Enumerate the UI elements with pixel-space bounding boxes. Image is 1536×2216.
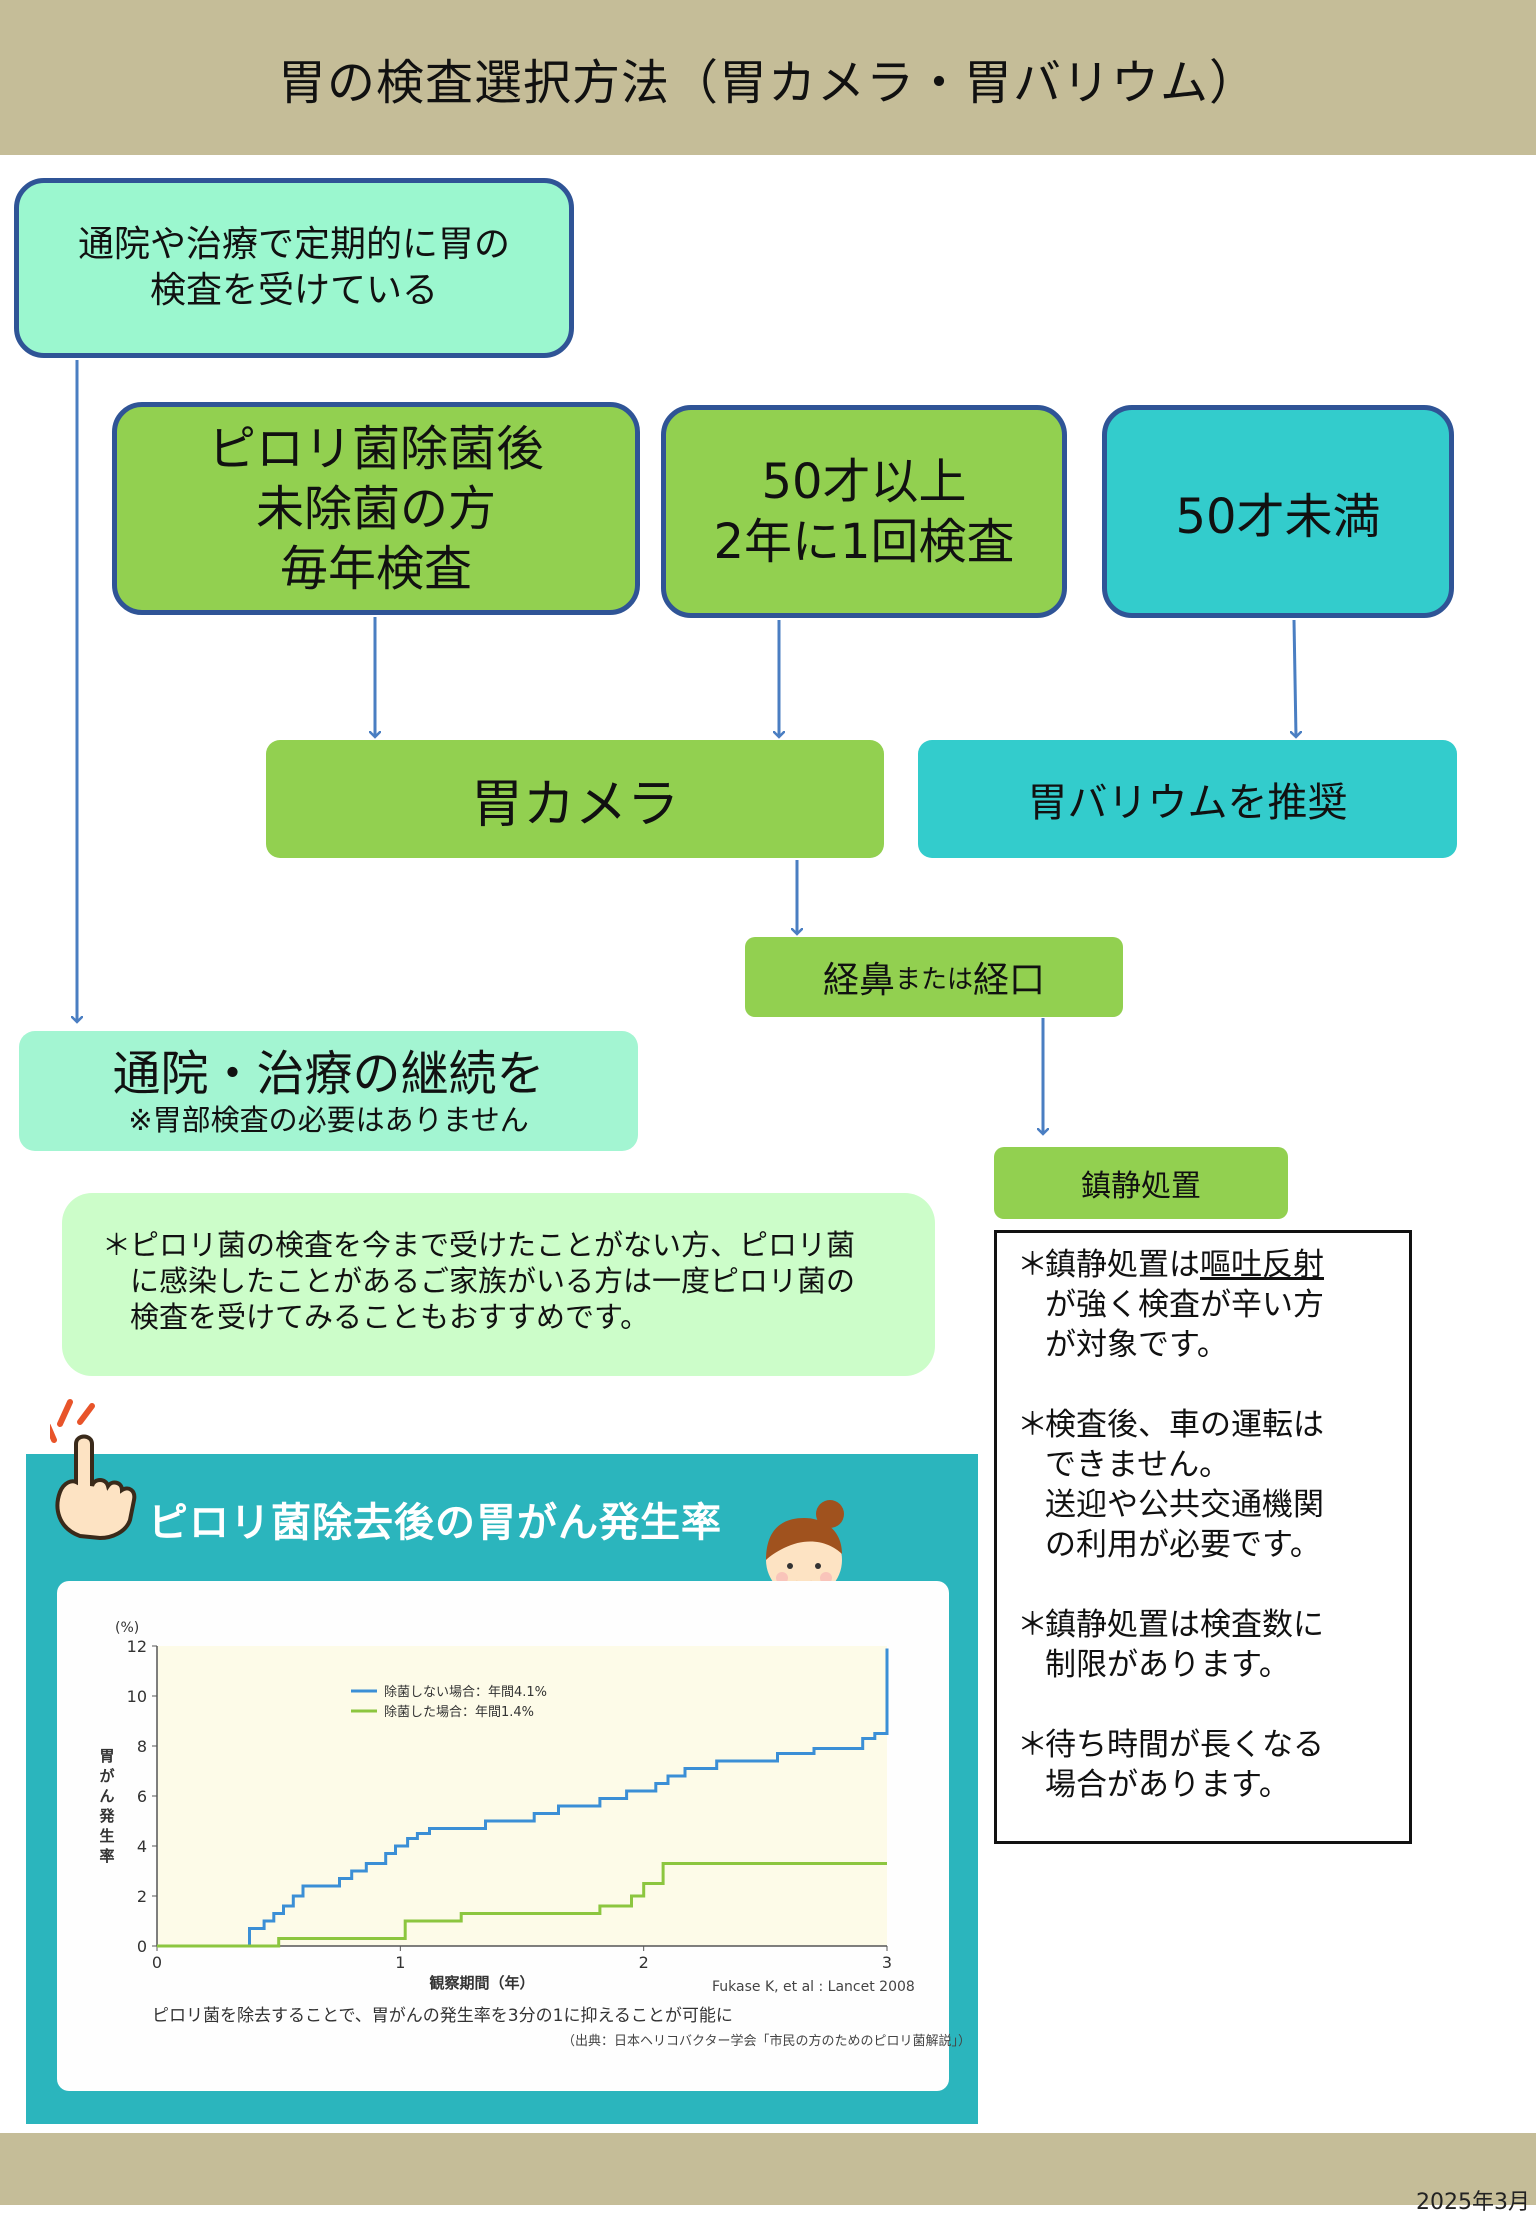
x-tick-label: 1	[395, 1953, 405, 1972]
route-box: 経鼻または経口	[745, 937, 1123, 1017]
y-tick-label: 8	[137, 1737, 147, 1756]
sedation-note-2: ＊ 検査後、車の運転は できません。 送迎や公共交通機関 の利用が必要です。	[1017, 1405, 1395, 1565]
note-star: ＊	[1017, 1407, 1048, 1443]
x-tick-label: 3	[882, 1953, 892, 1972]
note-star: ＊	[1017, 1607, 1048, 1643]
age-under-50-box: 50才未満	[1102, 405, 1454, 618]
legend-label-2: 除菌した場合：年間1.4%	[384, 1705, 534, 1720]
y-tick-label: 4	[137, 1837, 147, 1856]
note1-line2: が強く検査が辛い方	[1045, 1287, 1324, 1323]
note2-line2: できません。	[1045, 1447, 1231, 1483]
sedation-note-3: ＊ 鎮静処置は検査数に 制限があります。	[1017, 1605, 1395, 1685]
note1-pre: 鎮静処置は	[1045, 1247, 1200, 1283]
chart-citation: Fukase K, et al : Lancet 2008	[712, 1979, 915, 1995]
note4-line2: 場合があります。	[1045, 1767, 1290, 1803]
pylori-note: ＊ ピロリ菌の検査を今まで受けたことがない方、ピロリ菌 に感染したことがあるご家…	[62, 1193, 935, 1376]
barium-label: 胃バリウムを推奨	[1027, 780, 1348, 826]
continue-treatment-box: 通院・治療の継続を ※胃部検査の必要はありません	[19, 1031, 638, 1151]
footer-date: 2025年3月	[1416, 2190, 1530, 2215]
chart-source: （出典：日本ヘリコバクター学会「市民の方のためのピロリ菌解説」）	[562, 2034, 971, 2049]
regular-checkup-box: 通院や治療で定期的に胃の 検査を受けている	[14, 178, 574, 358]
y-axis-label-char: 発	[98, 1807, 115, 1825]
y-tick-label: 10	[127, 1687, 147, 1706]
note2-line3: 送迎や公共交通機関	[1045, 1487, 1324, 1523]
y-axis-label-char: 生	[99, 1827, 114, 1845]
y-tick-label: 6	[137, 1787, 147, 1806]
plot-area	[157, 1646, 887, 1946]
sedation-box: 鎮静処置	[994, 1147, 1288, 1219]
series-line-1	[157, 1648, 889, 1948]
note2-line1: 検査後、車の運転は	[1045, 1407, 1324, 1443]
y-tick-label: 12	[127, 1637, 147, 1656]
page-title: 胃の検査選択方法（胃カメラ・胃バリウム）	[277, 54, 1258, 111]
note-star: ＊	[1017, 1727, 1048, 1763]
y-axis-label-char: ん	[99, 1787, 114, 1805]
pylori-note-line2: に感染したことがあるご家族がいる方は一度ピロリ菌の	[130, 1264, 856, 1298]
page-header: 胃の検査選択方法（胃カメラ・胃バリウム）	[0, 0, 1536, 155]
regular-checkup-line2: 検査を受けている	[149, 270, 438, 311]
pylori-note-line1: ピロリ菌の検査を今まで受けたことがない方、ピロリ菌	[130, 1228, 856, 1262]
note1-line3: が対象です。	[1045, 1327, 1228, 1363]
arrow-50under-to-barium	[1294, 619, 1296, 737]
sedation-note-4: ＊ 待ち時間が長くなる 場合があります。	[1017, 1725, 1395, 1805]
pylori-note-line3: 検査を受けてみることもおすすめです。	[130, 1300, 650, 1334]
y-axis-label-char: が	[99, 1767, 115, 1785]
y-tick-label: 2	[137, 1887, 147, 1906]
age-under-50-label: 50才未満	[1175, 488, 1381, 545]
gastroscopy-box: 胃カメラ	[266, 740, 884, 858]
age-50-up-box: 50才以上 2年に1回検査	[661, 405, 1067, 618]
pylori-group-box: ピロリ菌除菌後 未除菌の方 毎年検査	[112, 402, 640, 615]
barium-box: 胃バリウムを推奨	[918, 740, 1457, 858]
note3-line2: 制限があります。	[1045, 1647, 1290, 1683]
pylori-group-line1: ピロリ菌除菌後	[207, 420, 544, 477]
chart-title: ピロリ菌除去後の胃がん発生率	[148, 1500, 722, 1546]
pylori-group-line3: 毎年検査	[279, 540, 472, 597]
pointing-hand-icon	[50, 1399, 137, 1541]
series-line-2	[157, 1862, 887, 1948]
regular-checkup-line1: 通院や治療で定期的に胃の	[77, 224, 510, 265]
note2-line4: の利用が必要です。	[1045, 1527, 1321, 1563]
gastroscopy-label: 胃カメラ	[470, 774, 679, 835]
pylori-group-line2: 未除菌の方	[255, 480, 496, 537]
y-tick-label: 0	[137, 1937, 147, 1956]
x-tick-label: 2	[639, 1953, 649, 1972]
y-axis-label-char: 率	[99, 1847, 114, 1865]
sedation-label: 鎮静処置	[1081, 1169, 1201, 1204]
pylori-note-star: ＊	[102, 1228, 132, 1262]
route-nasal: 経鼻	[822, 960, 895, 1001]
y-axis-label-char: 胃	[99, 1747, 114, 1765]
route-or: または	[894, 964, 973, 995]
chart-caption: ピロリ菌を除去することで、胃がんの発生率を3分の1に抑えることが可能に	[152, 2006, 733, 2026]
note4-line1: 待ち時間が長くなる	[1045, 1727, 1324, 1763]
age-50-up-line2: 2年に1回検査	[713, 513, 1015, 570]
x-axis-label: 観察期間（年）	[429, 1974, 534, 1992]
page-footer	[0, 2133, 1536, 2205]
note1-underlined: 嘔吐反射	[1200, 1247, 1324, 1283]
sedation-notes: ＊ 鎮静処置は嘔吐反射 が強く検査が辛い方 が対象です。 ＊ 検査後、車の運転は…	[994, 1230, 1412, 1844]
note3-line1: 鎮静処置は検査数に	[1045, 1607, 1324, 1643]
continue-subtext: ※胃部検査の必要はありません	[128, 1103, 529, 1137]
age-50-up-line1: 50才以上	[761, 453, 967, 510]
continue-title: 通院・治療の継続を	[112, 1046, 545, 1102]
x-tick-label: 0	[152, 1953, 162, 1972]
y-unit-label: (%)	[115, 1620, 139, 1636]
note-star: ＊	[1017, 1247, 1048, 1283]
sedation-note-1: ＊ 鎮静処置は嘔吐反射 が強く検査が辛い方 が対象です。	[1017, 1245, 1395, 1365]
route-oral: 経口	[973, 960, 1046, 1001]
legend-label-1: 除菌しない場合：年間4.1%	[384, 1685, 547, 1700]
